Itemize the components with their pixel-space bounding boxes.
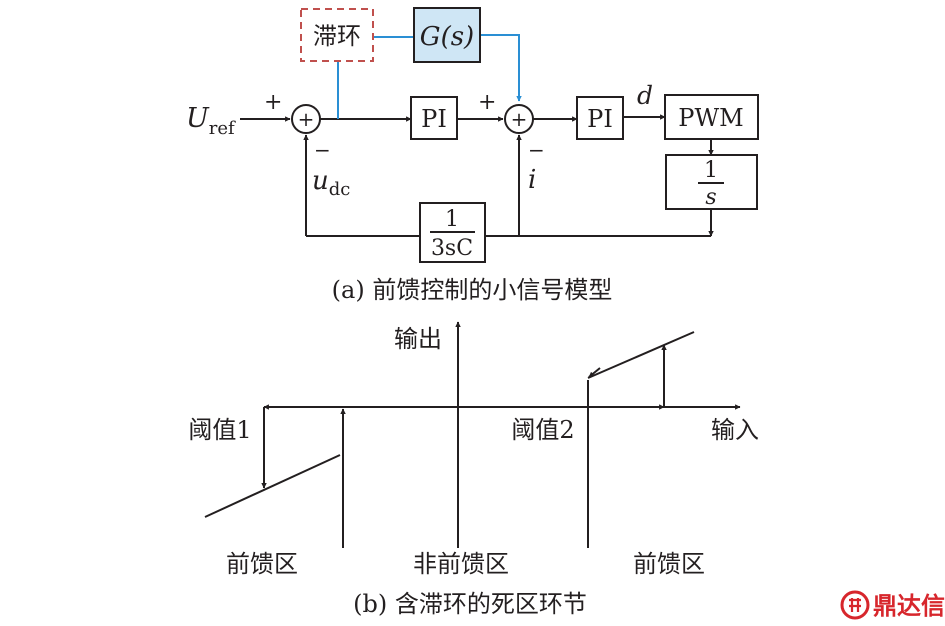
g-to-sum2-arrow <box>480 34 522 102</box>
block-diagram: Uref + + − 滞环 G(s) PI <box>186 7 759 304</box>
brand-logo-icon <box>840 590 870 620</box>
left-output-slope <box>204 454 341 518</box>
summing-junction-1: + <box>291 104 321 134</box>
feedback-current-label: i <box>528 165 536 195</box>
svg-text:1: 1 <box>445 207 459 232</box>
caption-b: (b) 含滞环的死区环节 <box>353 590 587 618</box>
x-axis-label: 输入 <box>711 416 759 444</box>
region-right-label: 前馈区 <box>633 550 705 578</box>
input-signal-label: Uref <box>186 103 236 139</box>
threshold-2-label: 阈值2 <box>511 416 574 444</box>
capacitor-block: 1 3sC <box>419 202 486 263</box>
svg-text:PWM: PWM <box>678 104 743 132</box>
summing-junction-2: + <box>504 104 534 134</box>
sum2-symbol: + <box>511 107 528 131</box>
right-drop-arrow <box>588 367 601 378</box>
integrator-block: 1 s <box>665 154 758 210</box>
right-output-slope <box>587 331 695 379</box>
sum1-plus-sign: + <box>264 90 282 115</box>
region-center-label: 非前馈区 <box>413 550 509 578</box>
svg-text:PI: PI <box>421 105 447 133</box>
svg-text:滞环: 滞环 <box>313 22 361 50</box>
sum1-symbol: + <box>298 107 315 131</box>
duty-signal-label: d <box>637 81 653 110</box>
hysteresis-block: 滞环 <box>300 8 374 62</box>
sum2-plus-sign: + <box>478 90 496 115</box>
feedback-voltage-label: udc <box>312 166 350 200</box>
sum1-minus-sign: − <box>314 138 331 162</box>
region-left-label: 前馈区 <box>226 550 298 578</box>
brand-text: 鼎达信 <box>873 592 945 620</box>
svg-text:PI: PI <box>587 105 613 133</box>
y-axis-label: 输出 <box>394 325 442 353</box>
watermark: 鼎达信 <box>840 590 945 620</box>
svg-text:1: 1 <box>704 158 718 183</box>
threshold-1-label: 阈值1 <box>188 416 251 444</box>
caption-a: (a) 前馈控制的小信号模型 <box>332 276 613 304</box>
transfer-function-block: G(s) <box>413 7 481 63</box>
svg-text:s: s <box>705 185 716 210</box>
sum2-minus-sign: − <box>528 138 545 162</box>
hysteresis-plot: 输出 输入 阈值1 阈值2 前馈区 非前馈区 前馈区 (b) 含滞环的死区环节 <box>188 321 759 618</box>
svg-text:G(s): G(s) <box>420 22 474 52</box>
pi-controller-2: PI <box>576 96 624 140</box>
svg-text:3sC: 3sC <box>431 236 473 261</box>
pi-controller-1: PI <box>410 96 458 140</box>
pwm-block: PWM <box>664 94 759 140</box>
